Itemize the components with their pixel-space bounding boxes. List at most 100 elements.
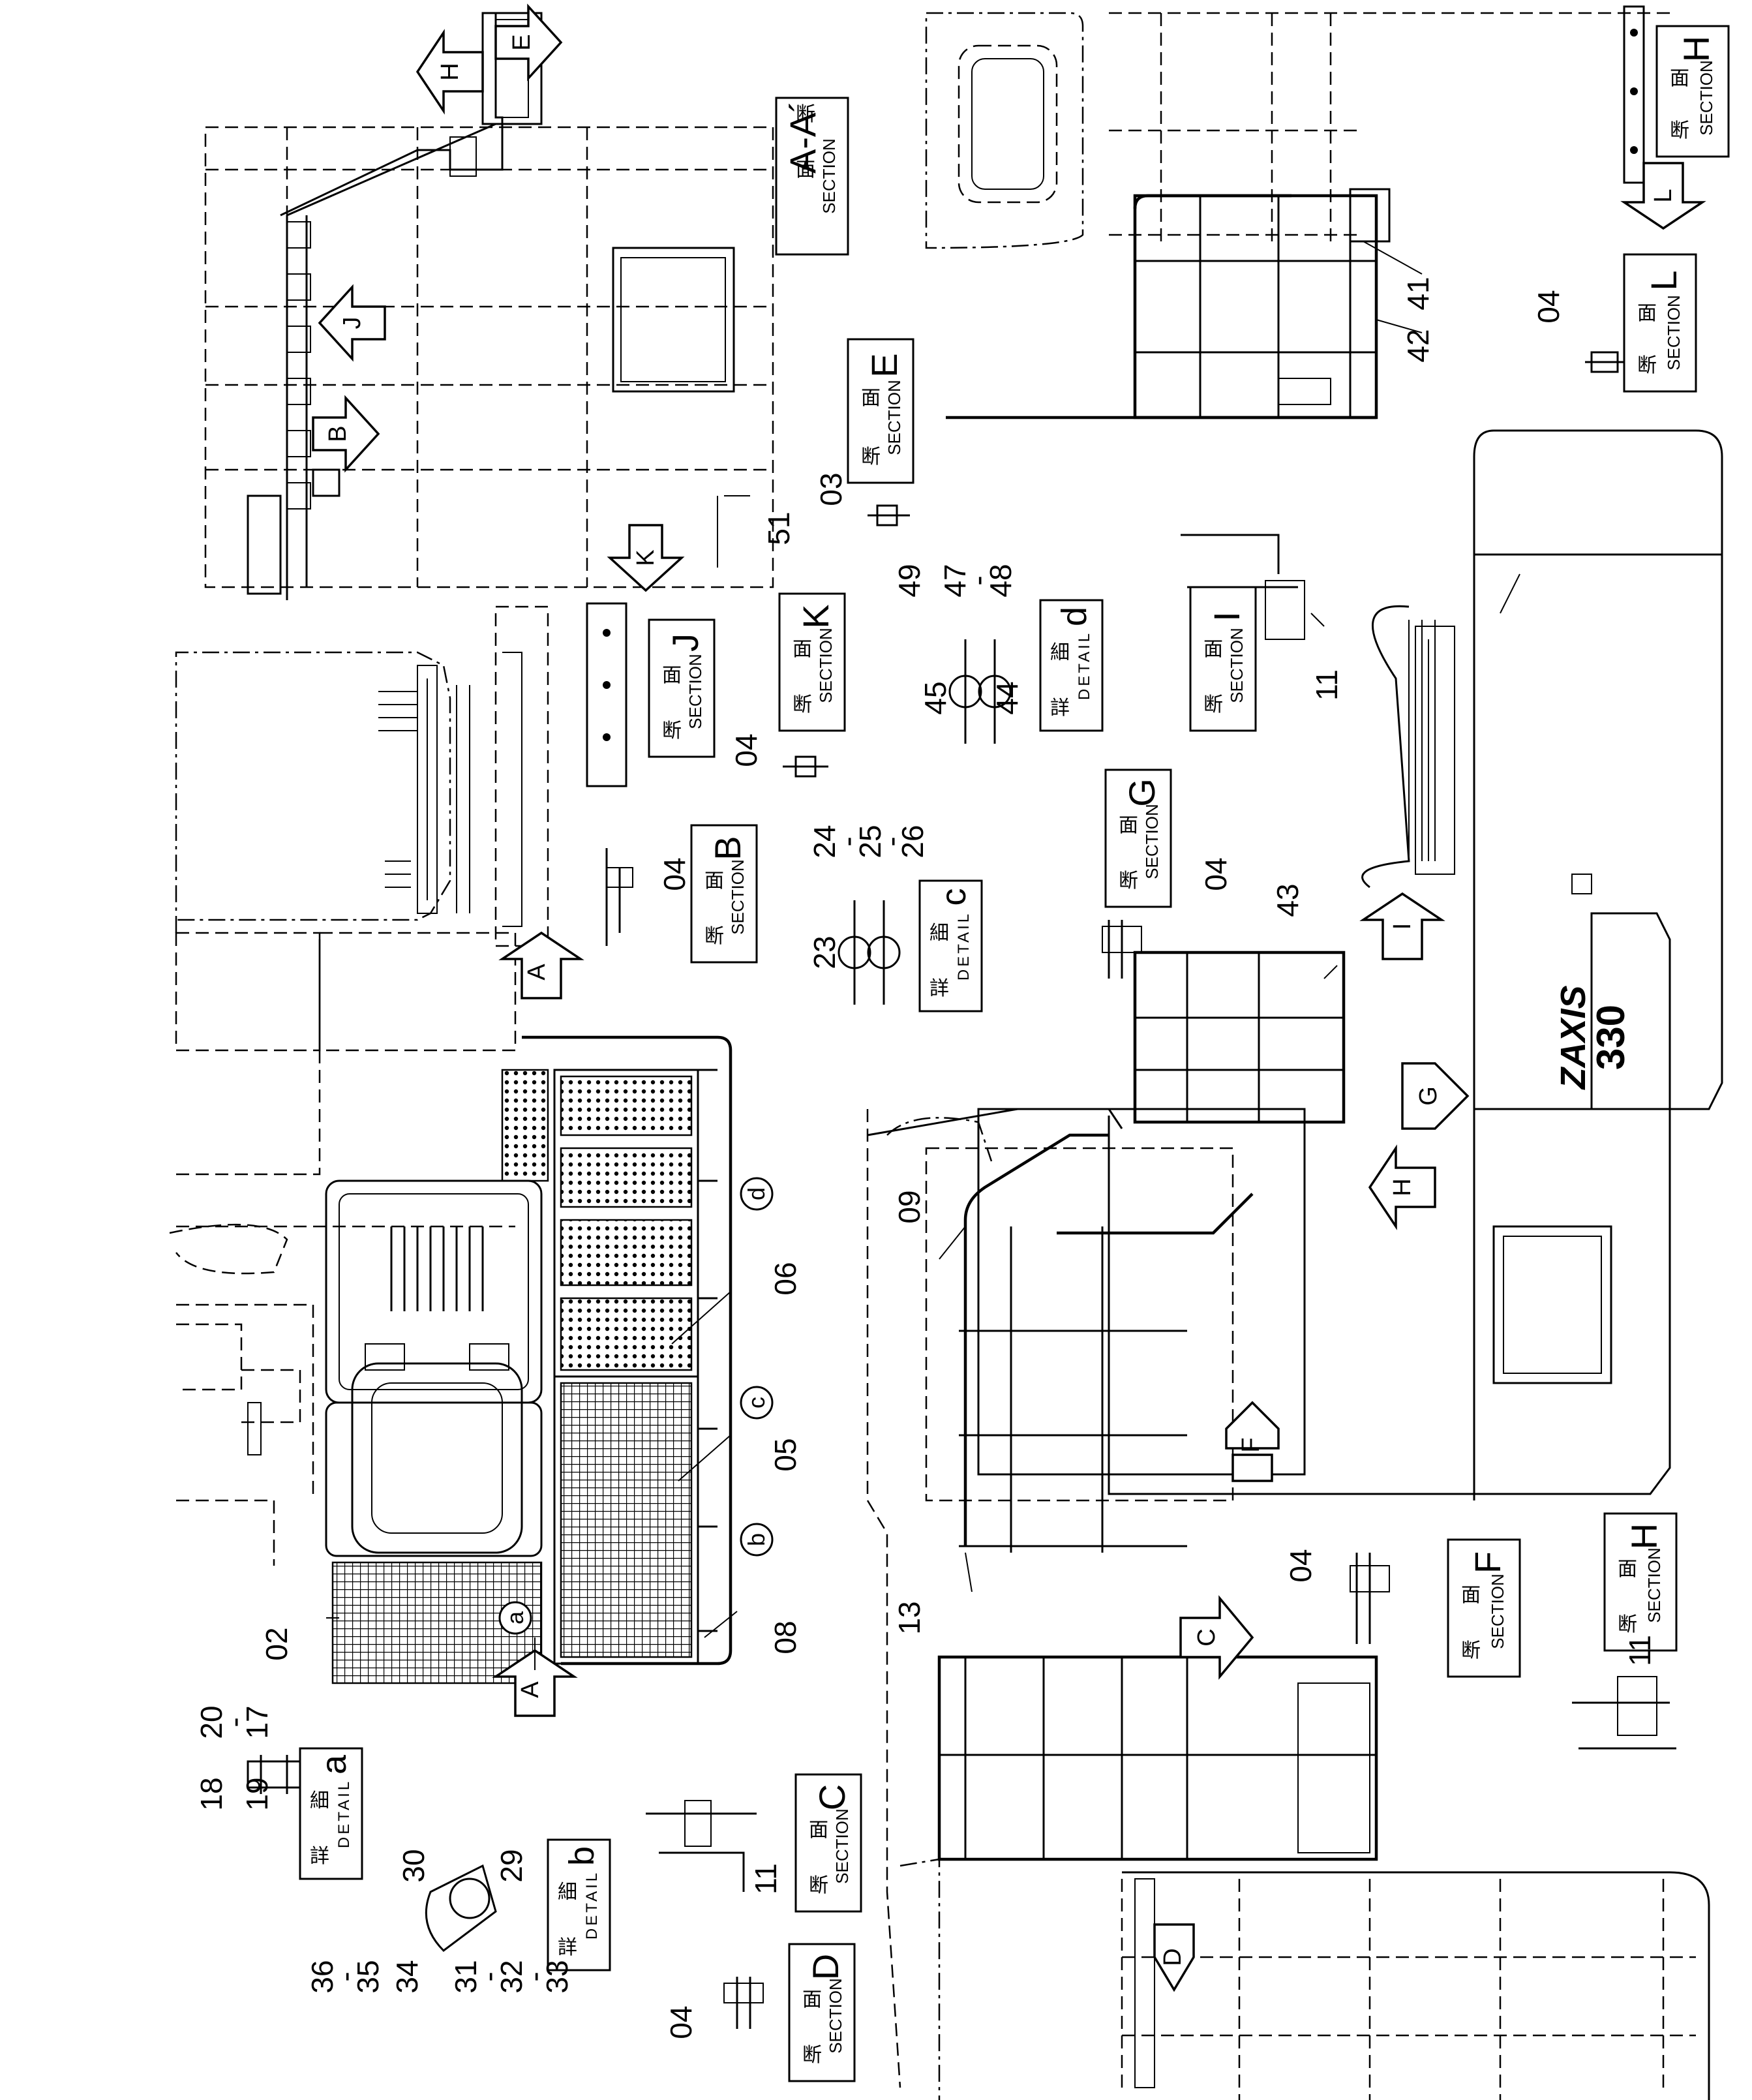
svg-text:面: 面 [1637,303,1657,324]
svg-text:I: I [1206,611,1247,622]
svg-text:面: 面 [793,639,812,660]
part-label-32: 32 [494,1960,528,1993]
fastener-rings [378,691,417,888]
svg-text:SECTION: SECTION [728,859,748,935]
part-label-20: 20 [194,1705,228,1739]
view-arrows: A A A B C D E F [312,3,1706,1992]
svg-text:I: I [1389,923,1416,930]
part-label-36: 36 [305,1960,339,1993]
range-dash: - [217,1717,251,1727]
part-label-04: 04 [1199,857,1233,890]
view-arrow-d: D [1153,1923,1195,1992]
svg-text:断: 断 [1461,1640,1481,1662]
part-label-47: 47 [938,564,972,597]
svg-text:面: 面 [704,870,724,892]
svg-text:c: c [934,889,973,906]
top-right-cab [925,12,1670,419]
part-label-26: 26 [896,825,929,858]
view-arrow-l: L [1620,162,1706,230]
range-dash: - [517,1971,551,1981]
svg-text:細: 細 [310,1790,329,1812]
svg-text:面: 面 [1461,1585,1481,1606]
svg-text:面: 面 [809,1819,828,1841]
range-dash: - [472,1971,506,1981]
svg-text:細: 細 [558,1881,577,1903]
svg-text:断: 断 [809,1875,828,1896]
machine-side-view: ZAXIS 330 [866,429,1723,2100]
part-label-48: 48 [984,564,1018,597]
engine-cover-vents [390,1226,484,1311]
svg-text:a: a [314,1754,354,1774]
section-box-f: 断 面 SECTION F [1447,1538,1521,1678]
svg-text:面: 面 [796,159,815,181]
svg-text:J: J [665,633,706,652]
svg-text:SECTION: SECTION [816,628,836,703]
svg-text:D: D [1159,1948,1186,1966]
view-arrow-a-top: A [498,931,584,999]
svg-text:SECTION: SECTION [686,654,705,729]
section-box-g: 断 面 SECTION G [1104,768,1172,908]
svg-text:G: G [1415,1086,1442,1106]
part-label-19: 19 [240,1777,274,1810]
detail-box-d: 詳 細 DETAIL d [1039,599,1104,732]
svg-text:F: F [1467,1551,1508,1574]
svg-text:C: C [1193,1628,1220,1646]
svg-text:d: d [1055,607,1094,626]
part-label-51: 51 [762,511,796,545]
section-box-b: 断 面 SECTION B [690,824,758,964]
part-label-02: 02 [260,1627,294,1660]
range-dash: - [874,836,908,846]
part-label-33: 33 [540,1960,574,1993]
svg-text:E: E [508,34,536,50]
detail-circles: a b c d [498,1177,774,1635]
part-label-11: 11 [1623,1635,1657,1666]
svg-text:断: 断 [802,2045,822,2066]
svg-text:面: 面 [1670,68,1689,89]
svg-text:L: L [1650,189,1677,202]
part-label-44: 44 [990,681,1024,714]
model-badge-line2: 330 [1589,1005,1633,1070]
svg-text:SECTION: SECTION [1664,295,1684,371]
detail-box-c: 詳 細 DETAIL c [918,879,983,1012]
svg-text:断: 断 [1618,1614,1637,1636]
detail-box-a: 詳 細 DETAIL a [299,1747,363,1880]
part-label-04: 04 [657,857,691,890]
view-arrow-i: I [1359,892,1445,960]
svg-text:L: L [1643,270,1684,290]
svg-text:詳: 詳 [310,1846,329,1867]
part-label-18: 18 [194,1777,228,1810]
svg-text:K: K [632,549,659,566]
view-arrow-k: K [607,524,685,592]
svg-text:B: B [707,836,748,860]
svg-text:断: 断 [1670,120,1689,142]
section-box-d: 断 面 SECTION D [788,1943,856,2082]
svg-text:断: 断 [1119,870,1138,892]
svg-text:SECTION: SECTION [1227,628,1246,703]
svg-text:D: D [805,1954,846,1980]
part-label-25: 25 [853,825,887,858]
section-box-i: 断 面 SECTION I [1189,586,1257,732]
radiator-grille [417,605,549,947]
part-label-04: 04 [1532,290,1565,323]
machine-plan-view [169,605,733,1684]
section-box-aa: 断 面 SECTION A-A´ [775,97,849,256]
svg-text:E: E [864,353,905,377]
part-label-23: 23 [808,936,841,969]
part-label-43: 43 [1271,883,1305,917]
section-box-j: 断 面 SECTION J [648,618,716,758]
caption-boxes: 断 面 SECTION A-A´ 断 面 SECTION E 断 面 SECTI… [299,25,1730,2082]
svg-text:J: J [339,317,366,329]
svg-text:断: 断 [704,926,724,947]
svg-text:A: A [517,1681,544,1698]
part-label-31: 31 [449,1960,483,1993]
detail-circle-a: a [502,1611,528,1624]
svg-text:SECTION: SECTION [819,138,839,214]
part-label-08: 08 [768,1621,802,1654]
svg-text:DETAIL: DETAIL [955,911,973,981]
part-label-06: 06 [768,1262,802,1295]
svg-text:詳: 詳 [1050,697,1070,719]
svg-text:B: B [324,425,352,442]
svg-text:DETAIL: DETAIL [1076,631,1093,700]
view-arrow-a-bottom: A [492,1649,578,1717]
